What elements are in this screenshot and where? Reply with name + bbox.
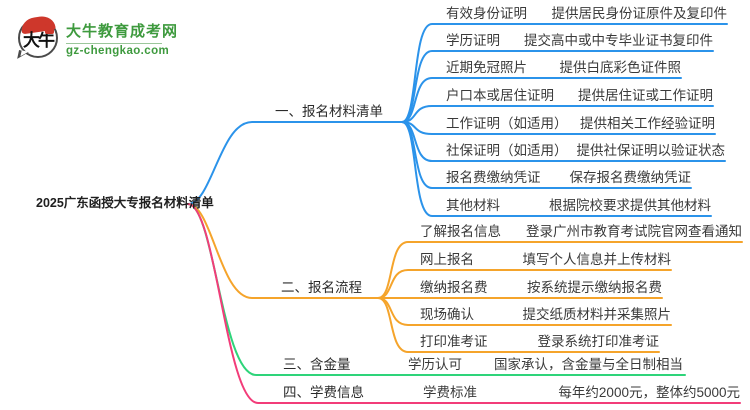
topic-label: 打印准考证 <box>420 334 488 349</box>
topic-value: 提供居民身份证原件及复印件 <box>551 6 728 21</box>
topic-label: 网上报名 <box>420 252 474 267</box>
topic-label: 现场确认 <box>420 307 474 322</box>
branch4-label: 四、学费信息 <box>283 385 364 400</box>
branch2-item1-line <box>377 241 743 299</box>
branch4-line <box>187 203 741 404</box>
topic-value: 提供白底彩色证件照 <box>559 60 682 75</box>
logo-site-name: 大牛教育成考网 <box>66 22 179 40</box>
topic-value: 每年约2000元，整体约5000元 <box>558 385 740 400</box>
topic-label: 工作证明（如适用） <box>446 116 568 131</box>
branch1-item2-line <box>401 50 714 123</box>
logo-divider <box>66 42 162 44</box>
topic-label: 学费标准 <box>423 385 477 400</box>
topic-value: 按系统提示缴纳报名费 <box>527 280 662 295</box>
logo-seal-icon <box>45 24 54 34</box>
branch2-item5-line <box>377 297 660 353</box>
branch1-item8-line <box>401 121 712 217</box>
topic-value: 登录系统打印准考证 <box>537 334 660 349</box>
topic-value: 登录广州市教育考试院官网查看通知 <box>526 224 742 239</box>
topic-label: 有效身份证明 <box>446 6 527 21</box>
topic-label: 报名费缴纳凭证 <box>446 170 541 185</box>
topic-value: 提交高中或中专毕业证书复印件 <box>524 33 713 48</box>
logo-bull-icon: 大牛 <box>17 14 58 61</box>
topic-value: 提交纸质材料并采集照片 <box>522 307 672 322</box>
topic-value: 提供社保证明以验证状态 <box>576 143 726 158</box>
branch1-trunk-line <box>187 121 403 205</box>
branch2-label: 二、报名流程 <box>281 280 362 295</box>
topic-label: 学历证明 <box>446 33 500 48</box>
topic-value: 根据院校要求提供其他材料 <box>549 198 711 213</box>
branch3-label: 三、含金量 <box>283 357 351 372</box>
branch1-label: 一、报名材料清单 <box>275 104 383 119</box>
topic-label: 社保证明（如适用） <box>446 143 568 158</box>
topic-label: 其他材料 <box>446 198 500 213</box>
branch2-trunk-line <box>187 203 379 299</box>
topic-value: 保存报名费缴纳凭证 <box>569 170 692 185</box>
site-logo: 大牛 大牛教育成考网 gz-chengkao.com <box>17 14 179 61</box>
topic-value: 提供居住证或工作证明 <box>578 88 713 103</box>
logo-badge-text: 大牛 <box>23 31 55 50</box>
root-topic: 2025广东函授大专报名材料清单 <box>36 196 214 210</box>
topic-label: 学历认可 <box>408 357 462 372</box>
topic-label: 了解报名信息 <box>420 224 501 239</box>
topic-label: 户口本或居住证明 <box>446 88 554 103</box>
topic-value: 填写个人信息并上传材料 <box>522 252 672 267</box>
topic-label: 近期免冠照片 <box>446 60 527 75</box>
logo-domain: gz-chengkao.com <box>66 44 170 57</box>
topic-value: 国家承认，含金量与全日制相当 <box>494 357 683 372</box>
topic-label: 缴纳报名费 <box>420 280 488 295</box>
topic-value: 提供相关工作经验证明 <box>580 116 715 131</box>
